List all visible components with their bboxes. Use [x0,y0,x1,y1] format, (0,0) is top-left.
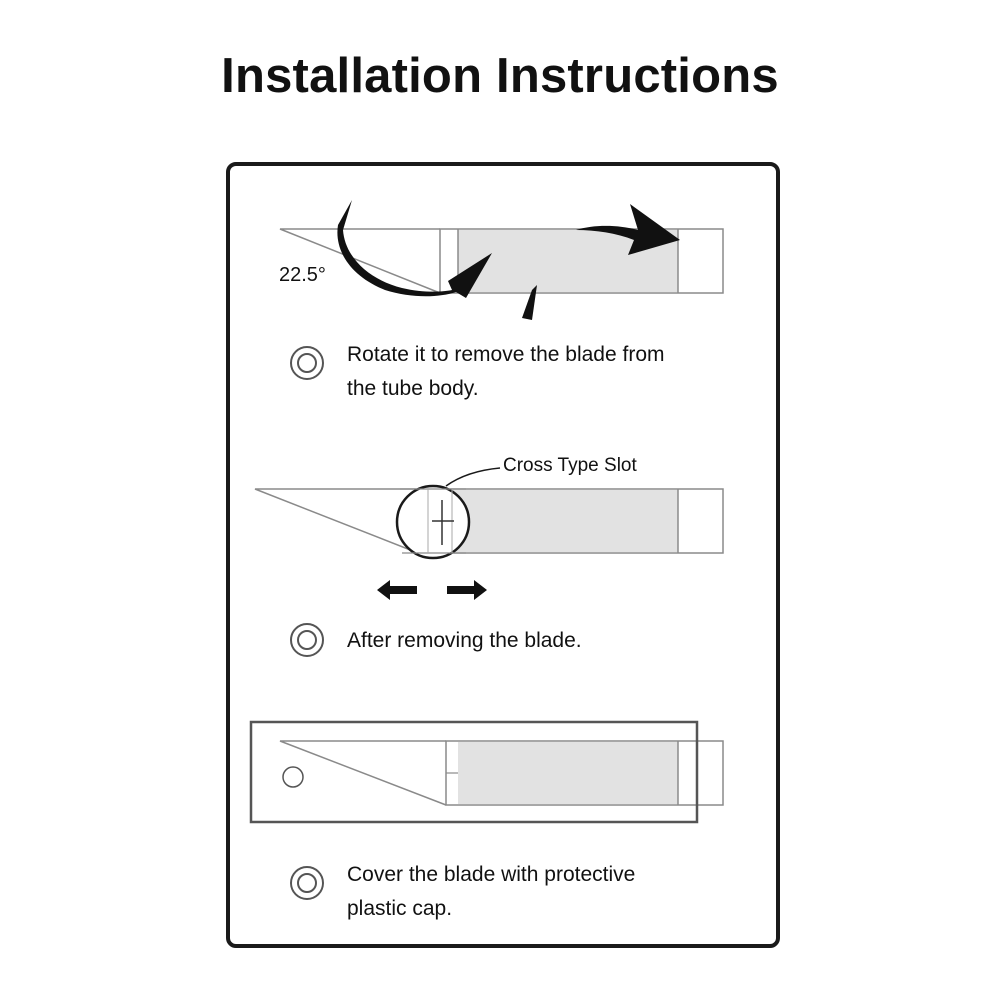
step-3-text: Cover the blade with protective plastic … [347,858,635,926]
step-2-line-1: After removing the blade. [347,629,582,652]
tube-grip [458,742,678,804]
step-1-text: Rotate it to remove the blade from the t… [347,338,665,406]
blade [279,740,447,806]
curved-arrow-icon [576,204,680,255]
left-right-arrows-icon [447,580,487,600]
cap-hole [282,766,304,788]
step-3-line-1: Cover the blade with protective [347,863,636,886]
angle-label: 22.5° [279,264,326,286]
tube-grip [452,490,678,552]
blade [254,488,419,554]
step-3-line-2: plastic cap. [347,897,453,920]
step-2-text: After removing the blade. [347,624,582,658]
page-title: Installation Instructions [221,49,779,103]
protective-cap [249,720,699,824]
blade [279,228,441,294]
slot-magnifier [395,484,471,560]
slot-leader-line [445,467,501,487]
double-circle-icon [290,346,324,380]
curved-arrow-icon [522,285,537,320]
double-circle-icon [290,623,324,657]
left-right-arrows-icon [377,580,417,600]
step-1-line-1: Rotate it to remove the blade from [347,343,665,366]
slot-label: Cross Type Slot [503,455,637,476]
step-1-line-2: the tube body. [347,377,479,400]
double-circle-icon [290,866,324,900]
